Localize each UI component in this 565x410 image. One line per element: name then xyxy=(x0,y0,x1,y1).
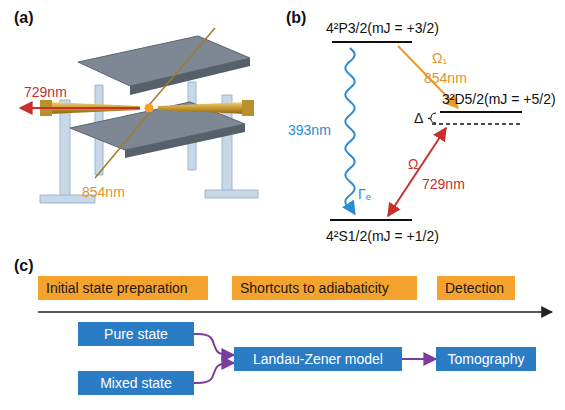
annotation: 854nm xyxy=(82,184,125,200)
decay-arrow xyxy=(345,48,354,214)
flow-arrow xyxy=(194,363,234,383)
box-text: Detection xyxy=(445,280,504,296)
process-box: Tomography xyxy=(436,347,536,371)
annotation: 3²D5/2(mJ = +5/2) xyxy=(442,91,556,107)
laser-beam xyxy=(20,107,140,109)
panel-label: (a) xyxy=(14,10,34,26)
annotation: 729nm xyxy=(422,176,465,192)
annotation: Ω xyxy=(408,156,418,172)
box-text: Initial state preparation xyxy=(46,280,188,296)
process-box: Landau-Zener model xyxy=(234,347,402,371)
panel-label: (c) xyxy=(14,258,34,274)
box-text: Mixed state xyxy=(100,375,172,391)
laser-beam xyxy=(95,112,150,178)
annotation: 393nm xyxy=(288,122,331,138)
annotation: Δ xyxy=(414,110,423,126)
detuning-brace xyxy=(428,113,436,123)
annotation: 4²P3/2(mJ = +3/2) xyxy=(326,20,439,36)
box-text: Pure state xyxy=(104,326,168,342)
annotation: 854nm xyxy=(424,70,467,86)
trap-electrode xyxy=(70,36,250,158)
trap-frame xyxy=(40,82,258,203)
transition-arrow xyxy=(388,128,446,216)
stage-box: Initial state preparation xyxy=(38,276,208,300)
panel-label: (b) xyxy=(286,10,306,26)
flow-arrow xyxy=(402,358,436,360)
laser-beam xyxy=(150,28,215,104)
process-box: Pure state xyxy=(78,322,194,346)
flow-arrow xyxy=(194,334,234,355)
ion xyxy=(145,104,154,113)
virtual-level xyxy=(432,123,522,125)
stage-box: Detection xyxy=(437,276,515,300)
box-text: Shortcuts to adiabaticity xyxy=(240,280,389,296)
box-text: Tomography xyxy=(447,351,524,367)
process-box: Mixed state xyxy=(78,371,194,395)
timeline-arrow xyxy=(38,311,552,313)
annotation: 729nm xyxy=(24,84,67,100)
annotation: 4²S1/2(mJ = +1/2) xyxy=(326,228,439,244)
stage-box: Shortcuts to adiabaticity xyxy=(232,276,417,300)
box-text: Landau-Zener model xyxy=(253,351,383,367)
annotation: Γₑ xyxy=(358,186,371,202)
annotation: Ω₁ xyxy=(432,50,447,66)
energy-level xyxy=(330,42,522,220)
